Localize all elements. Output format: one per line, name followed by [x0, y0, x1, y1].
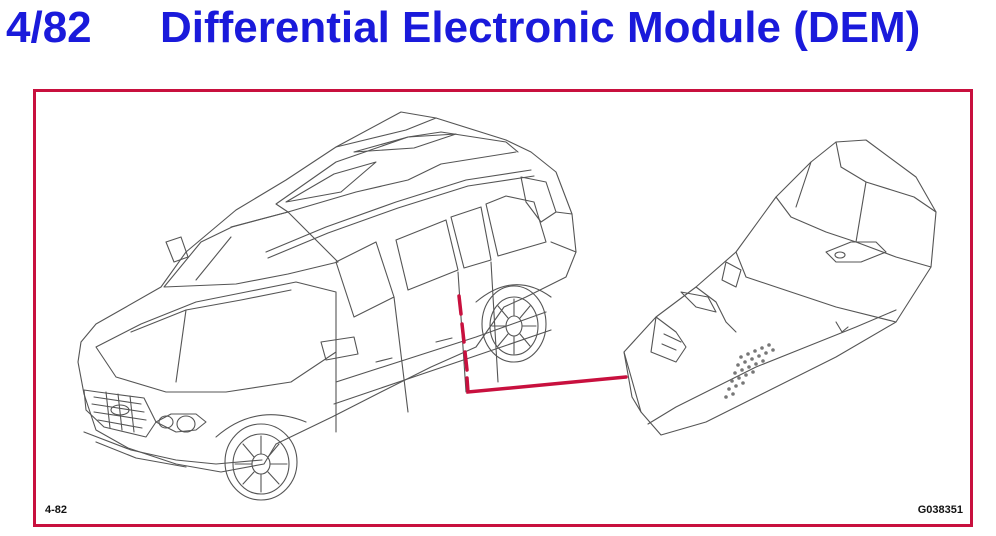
slide-number: 4/82 [6, 3, 92, 52]
slide-header: 4/82 Differential Electronic Module (DEM… [0, 0, 996, 80]
dem-module-drawing [623, 139, 937, 436]
illustration-frame: 4-82 G038351 [33, 89, 973, 527]
line-art-illustration [77, 111, 937, 501]
dem-vent-dots [724, 343, 775, 399]
location-leader-line [457, 294, 628, 394]
slide-title: Differential Electronic Module (DEM) [160, 3, 921, 52]
figure-code-label: G038351 [917, 504, 963, 516]
suv-drawing [77, 111, 577, 501]
figure-number-label: 4-82 [45, 504, 68, 516]
